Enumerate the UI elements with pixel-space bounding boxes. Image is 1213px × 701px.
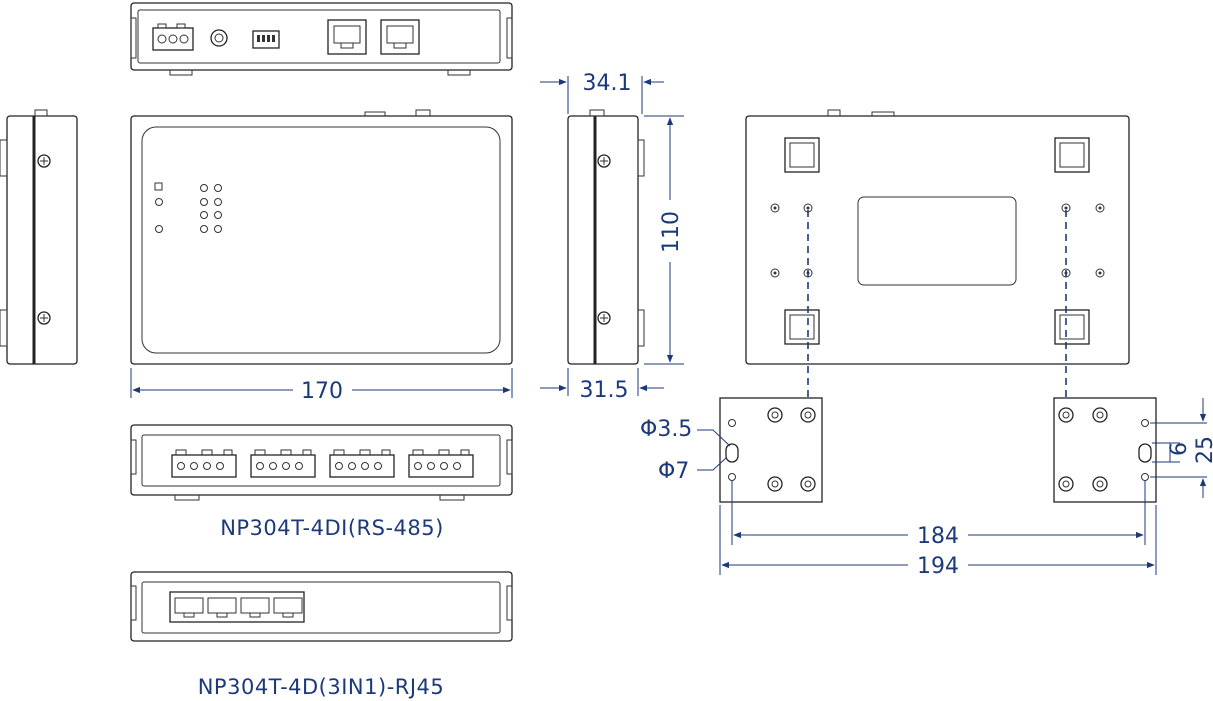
- dimension-depth-top: 34.1: [540, 71, 664, 114]
- back-view: [745, 109, 1130, 365]
- rj45-port-icon: [327, 19, 367, 55]
- hole-labels: Φ3.5 Φ7: [640, 417, 731, 484]
- keyhole-slot-icon: [1138, 443, 1152, 463]
- screw-icon: [37, 311, 51, 325]
- model-caption-rs485: NP304T-4DI(RS-485): [220, 516, 444, 540]
- right-side-view: [567, 109, 645, 365]
- dimension-label: 34.1: [583, 71, 632, 96]
- screw-icon: [37, 154, 51, 168]
- dimension-label: 194: [917, 554, 959, 579]
- rubber-foot-icon: [1054, 309, 1090, 345]
- dimension-label: 170: [301, 379, 343, 404]
- terminal-block-icon: [250, 449, 316, 478]
- led-indicator-icon: [154, 182, 222, 233]
- dimension-label: 25: [1193, 436, 1213, 464]
- mounting-bracket-right: [1053, 397, 1157, 503]
- model-caption-rj45: NP304T-4D(3IN1)-RJ45: [198, 675, 445, 699]
- rj45-port-icon: [174, 597, 303, 618]
- power-terminal-icon: [152, 23, 194, 51]
- dimension-label: 31.5: [580, 378, 629, 403]
- screw-icon: [597, 311, 611, 325]
- dimension-depth-bottom: 31.5: [540, 368, 664, 403]
- dimension-label: 6: [1167, 442, 1192, 456]
- front-view: [130, 109, 513, 365]
- rs485-side-view: [130, 424, 513, 501]
- mounting-bracket-left: [719, 397, 823, 503]
- terminal-block-icon: [408, 449, 474, 478]
- rj45-port-icon: [380, 19, 420, 55]
- dimension-hole-pitch: 184: [731, 480, 1146, 549]
- left-side-view: [0, 109, 78, 365]
- dimension-label: Φ7: [658, 459, 689, 484]
- rj45-side-view: [130, 571, 513, 642]
- dimension-label: 110: [659, 211, 684, 253]
- terminal-block-icon: [329, 449, 395, 478]
- ground-screw-icon: [210, 29, 228, 47]
- rubber-foot-icon: [1054, 137, 1090, 173]
- dip-switch-icon: [252, 30, 280, 49]
- dimension-width: 170: [130, 368, 513, 404]
- screw-icon: [597, 154, 611, 168]
- dimension-slot: 6 25: [1150, 398, 1213, 498]
- dimension-height: 110: [644, 115, 684, 365]
- rubber-foot-icon: [784, 137, 820, 173]
- terminal-block-icon: [171, 449, 237, 478]
- dimension-total-width: 194: [719, 505, 1157, 579]
- top-view-rear-panel: [130, 2, 513, 76]
- dimension-label: 184: [917, 524, 959, 549]
- rubber-foot-icon: [784, 309, 820, 345]
- dimension-label: Φ3.5: [640, 417, 692, 442]
